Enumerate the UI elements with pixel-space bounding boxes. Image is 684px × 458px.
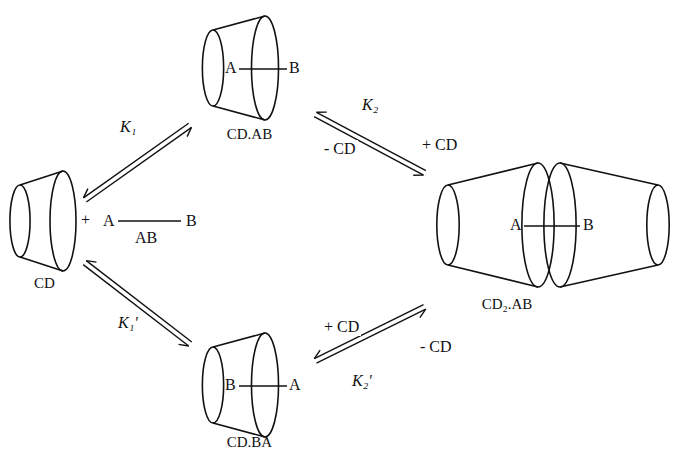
atom-label: A <box>289 376 301 394</box>
arrow-shaft <box>316 112 425 170</box>
equilibrium-constant: K₁' <box>116 314 140 332</box>
arrow-shaft <box>86 261 191 342</box>
arrow-head <box>83 189 87 198</box>
guest-bond <box>524 225 580 227</box>
arrow-head <box>420 309 426 317</box>
atom-label: B <box>289 59 300 77</box>
cyclodextrin-species: CD <box>5 165 80 295</box>
equilibrium-constant: K₂' <box>350 372 374 390</box>
cyclodextrin-species: B A CD.BA <box>195 330 310 454</box>
cone-rim <box>251 333 278 437</box>
arrow-head <box>413 174 423 176</box>
stoichiometry-note: - CD <box>418 338 454 356</box>
cone-wall <box>560 265 658 287</box>
cone-rim <box>544 163 576 287</box>
cone-wall <box>20 257 63 271</box>
cone-wall <box>448 265 538 287</box>
arrow-shaft <box>314 117 423 175</box>
complex-label: CD₂.AB <box>450 296 564 313</box>
guest-bond <box>239 68 287 70</box>
arrow-head <box>86 261 96 263</box>
cyclodextrin-species: A B CD.AB <box>195 12 310 150</box>
arrow-shaft <box>314 305 423 359</box>
atom-label: B <box>184 212 199 230</box>
cone-wall <box>560 163 658 185</box>
cone-outline <box>430 160 680 325</box>
arrow-head <box>314 350 320 358</box>
guest-bond <box>239 385 287 387</box>
stoichiometry-note: - CD <box>322 140 358 158</box>
equilibrium-arrow <box>314 305 425 363</box>
cone-rim <box>202 347 223 423</box>
cone-rim <box>50 171 76 271</box>
cone-rim <box>647 185 669 265</box>
plus-sign: + <box>79 211 92 229</box>
equilibrium-arrow <box>314 112 426 175</box>
atom-label: B <box>225 376 236 394</box>
atom-label: A <box>510 216 522 234</box>
cone-rim <box>10 185 30 257</box>
cone-rim <box>202 30 223 106</box>
arrow-head <box>187 127 191 136</box>
cone-wall <box>20 171 63 185</box>
cone-rim <box>437 185 459 265</box>
atom-label: A <box>101 212 117 230</box>
cone-wall <box>213 16 265 30</box>
atom-label: B <box>583 216 594 234</box>
guest-bond <box>118 220 181 222</box>
cone-wall <box>448 163 538 185</box>
cyclodextrin-species: A B CD₂.AB <box>430 160 680 325</box>
cyclodextrin-cone <box>202 16 278 120</box>
arrow-head <box>316 111 326 113</box>
arrow-shaft <box>316 309 425 363</box>
arrow-head <box>179 344 189 346</box>
atom-label: A <box>225 59 237 77</box>
complex-label: CD.AB <box>200 126 299 143</box>
arrow-shaft <box>83 265 188 346</box>
arrow-shaft <box>86 127 191 202</box>
equilibrium-arrow <box>83 261 192 346</box>
cyclodextrin-cone <box>10 171 76 271</box>
equilibrium-constant: K₂ <box>360 96 380 114</box>
guest-label: AB <box>133 229 159 247</box>
equilibrium-constant: K₁ <box>118 118 138 136</box>
complex-label: CD.BA <box>200 434 299 451</box>
stoichiometry-note: + CD <box>420 136 459 154</box>
cyclodextrin-cone <box>544 163 669 287</box>
cone-rim <box>251 16 278 120</box>
cyclodextrin-cone <box>437 163 554 287</box>
cyclodextrin-cone <box>202 333 278 437</box>
cone-wall <box>213 333 265 347</box>
cone-wall <box>213 106 265 120</box>
host-label: CD <box>5 275 84 292</box>
stoichiometry-note: + CD <box>322 318 361 336</box>
